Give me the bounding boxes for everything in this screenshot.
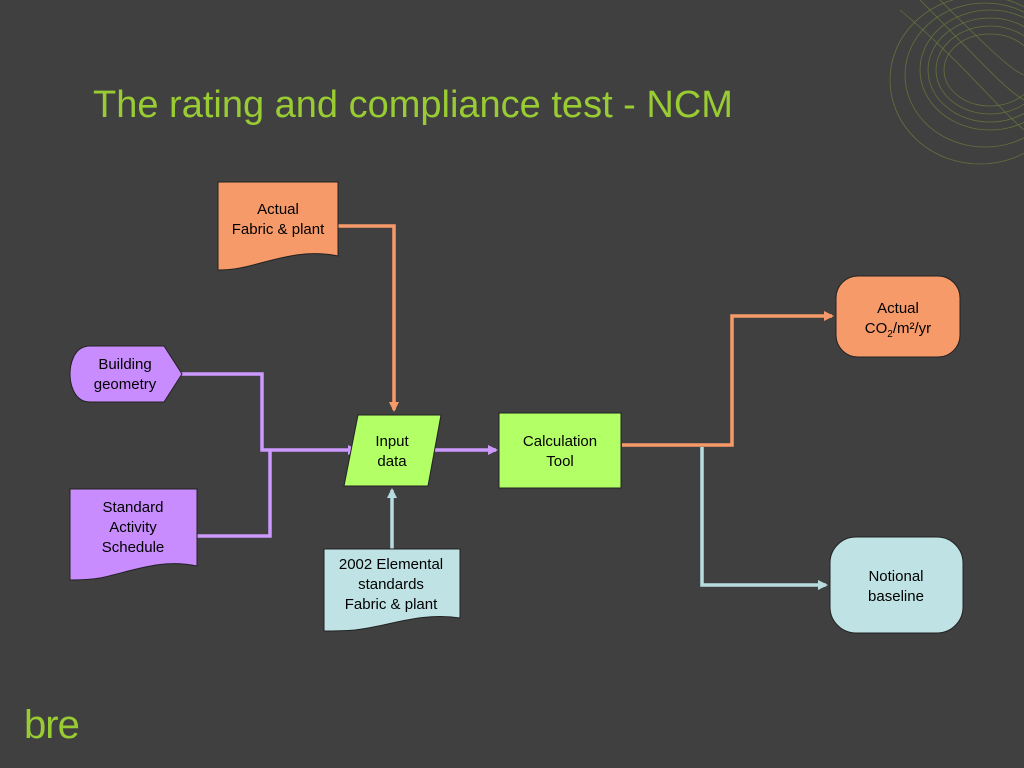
- arrow-actual-to-input: [338, 224, 399, 412]
- notional-baseline-line2: baseline: [868, 588, 924, 605]
- decorative-swirl-icon: [889, 0, 1024, 165]
- notional-baseline-line1: Notional: [868, 568, 923, 585]
- arrow-geometry-to-input: [180, 372, 358, 455]
- arrow-calc-to-notional: [700, 447, 828, 590]
- actual-fabric-line2: Fabric & plant: [232, 221, 325, 238]
- node-actual-fabric: Actual Fabric & plant: [217, 181, 339, 271]
- calculation-tool-line2: Tool: [546, 453, 574, 470]
- standard-activity-line1: Standard: [103, 499, 164, 516]
- elemental-standards-line3: Fabric & plant: [345, 596, 438, 613]
- input-data-line1: Input: [375, 433, 409, 450]
- node-building-geometry: Building geometry: [69, 345, 183, 403]
- arrow-calc-to-actual-co2: [622, 311, 834, 447]
- building-geometry-line1: Building: [98, 356, 151, 373]
- input-data-line2: data: [377, 453, 407, 470]
- actual-co2-line2: CO2/m²/yr: [865, 320, 931, 340]
- node-elemental-standards: 2002 Elemental standards Fabric & plant: [323, 548, 461, 632]
- actual-fabric-line1: Actual: [257, 201, 299, 218]
- elemental-standards-line2: standards: [358, 576, 424, 593]
- connectors: [180, 224, 834, 590]
- node-notional-baseline: Notional baseline: [829, 536, 964, 634]
- standard-activity-line2: Activity: [109, 519, 157, 536]
- building-geometry-line2: geometry: [94, 376, 157, 393]
- node-actual-co2: Actual CO2/m²/yr: [835, 275, 961, 358]
- node-standard-activity: Standard Activity Schedule: [69, 488, 198, 581]
- arrow-schedule-to-input: [197, 450, 272, 538]
- calculation-tool-line1: Calculation: [523, 433, 597, 450]
- node-input-data: Input data: [343, 414, 442, 487]
- node-calculation-tool: Calculation Tool: [498, 412, 622, 489]
- actual-co2-line1: Actual: [877, 300, 919, 317]
- elemental-standards-line1: 2002 Elemental: [339, 556, 443, 573]
- standard-activity-line3: Schedule: [102, 539, 165, 556]
- slide-title: The rating and compliance test - NCM: [93, 84, 733, 126]
- bre-logo: bre: [24, 703, 79, 747]
